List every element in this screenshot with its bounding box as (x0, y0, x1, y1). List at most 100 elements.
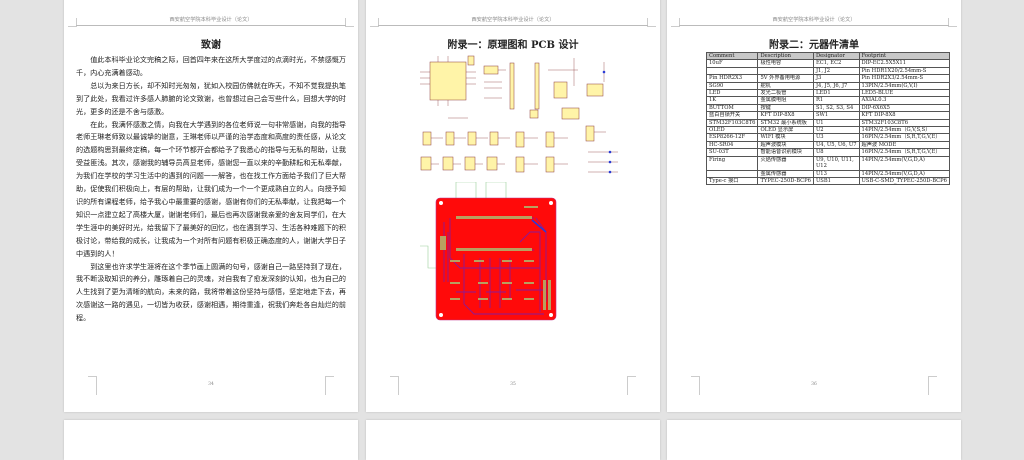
paragraph: 总以为来日方长，却不知时光匆匆，犹如入校园仿佛就在昨天，不知不觉我提执笔到了此处… (76, 80, 346, 116)
schematic-part (553, 81, 568, 99)
table-cell: USB1 (812, 176, 860, 186)
table-cell: 14PIN/2.54mm(V,G,D,A) (858, 169, 950, 178)
schematic-part (486, 156, 498, 171)
table-cell: U1 (812, 118, 860, 128)
column-header: Description (757, 51, 814, 61)
schematic-part (515, 131, 525, 148)
paragraph: 值此本科毕业论文完稿之际，回首四年来在这所大学度过的点滴时光，不禁感慨万千，内心… (76, 55, 346, 77)
pcb-layout (420, 182, 557, 321)
table-cell: KFT DIP-8X8 (757, 111, 814, 120)
table-cell: 16PIN/2.54mm（S,R,T,G,V,E） (858, 133, 950, 142)
header-rule (76, 25, 346, 26)
table-cell: SG90 (705, 81, 759, 91)
schematic-diagram (420, 55, 618, 174)
table-cell: SU-03T (705, 148, 759, 157)
table-cell: SW1 (812, 111, 860, 120)
table-cell: 超声波模块 (757, 140, 814, 150)
page-number: 36 (811, 382, 817, 387)
table-cell: Pin HDR2X3 (705, 74, 759, 83)
pcb-board (435, 197, 557, 321)
table-cell: Type-c 接口 (705, 176, 759, 186)
table-cell: LED1 (812, 89, 860, 98)
table-cell: J4, J5, J6, J7 (812, 81, 860, 91)
table-cell: 极性电容 (757, 59, 814, 68)
table-cell: ESP8266-12F (705, 133, 759, 142)
table-cell: 5V 外界备用电源 (757, 74, 814, 83)
table-cell: U2 (812, 126, 860, 135)
table-cell: STM32F103C8T6 (858, 118, 950, 128)
table-cell: 1K (705, 96, 759, 105)
document-page-next (667, 420, 961, 460)
table-cell: 14PIN/2.54mm（G,V,S,S） (858, 126, 950, 135)
column-header: Designator (812, 51, 860, 61)
schematic-part (422, 131, 432, 146)
table-cell: KFT DIP-8X8 (858, 111, 950, 120)
table-cell: U3 (812, 133, 860, 142)
schematic-part (561, 107, 580, 120)
schematic-part (515, 156, 525, 173)
schematic-part (464, 156, 476, 171)
table-cell: 舵机 (757, 81, 814, 91)
document-page-next (366, 420, 660, 460)
page-header: 西安航空学院本科毕业设计（论文） (471, 17, 555, 23)
schematic-header (534, 62, 540, 110)
table-cell: LED (705, 89, 759, 98)
table-cell: 火焰传感器 (757, 155, 814, 171)
paragraph: 在此，我满怀感激之情，向我在大学遇到的各位老师说一句非常感谢，向我的指导老师王琳… (76, 119, 346, 258)
page-header: 西安航空学院本科毕业设计（论文） (169, 17, 253, 23)
page-title: 附录二：元器件清单 (769, 40, 859, 51)
schematic-part (585, 125, 595, 142)
table-cell (705, 66, 759, 76)
table-cell: U13 (812, 169, 860, 178)
table-cell: 16PIN/2.54mm（S,R,T,G,V,E） (858, 148, 950, 157)
table-cell: 超声波 MODE (858, 140, 950, 150)
schematic-part (445, 131, 455, 146)
corner-mark (370, 18, 379, 27)
corner-mark (325, 376, 334, 395)
page-number: 34 (208, 382, 214, 387)
table-cell: OLED (705, 126, 759, 135)
corner-mark (390, 376, 399, 395)
document-page-35: 西安航空学院本科毕业设计（论文） 附录一：原理图和 PCB 设计 (366, 0, 660, 412)
corner-mark (691, 376, 700, 395)
table-cell: J1, J2 (812, 66, 860, 76)
schematic-part (545, 131, 555, 148)
table-cell: 13PIN/2.54mm(G,V,I) (858, 81, 950, 91)
table-cell: 按键 (757, 103, 814, 113)
schematic-part (442, 156, 454, 171)
column-header: Comment (705, 51, 759, 61)
corner-mark (928, 376, 937, 395)
table-cell: DIP-6X6X5 (858, 103, 950, 113)
table-cell: USB-C-SMD_TYPEC-250D-BCP6 (858, 176, 950, 186)
schematic-part (467, 131, 477, 146)
page-title: 附录一：原理图和 PCB 设计 (447, 40, 579, 51)
table-cell: Firing (705, 155, 759, 171)
page-title: 致谢 (201, 40, 221, 51)
table-cell: 智能语音识别模块 (757, 148, 814, 157)
schematic-header (509, 62, 515, 110)
header-rule (378, 25, 648, 26)
corner-mark (68, 18, 77, 27)
document-page-next (64, 420, 358, 460)
corner-mark (948, 18, 957, 27)
table-cell: U8 (812, 148, 860, 157)
document-page-34: 西安航空学院本科毕业设计（论文） 致谢 值此本科毕业论文完稿之际，回首四年来在这… (64, 0, 358, 412)
page-number: 35 (510, 382, 516, 387)
table-cell (705, 169, 759, 178)
table-cell: 金属传感器 (757, 169, 814, 178)
